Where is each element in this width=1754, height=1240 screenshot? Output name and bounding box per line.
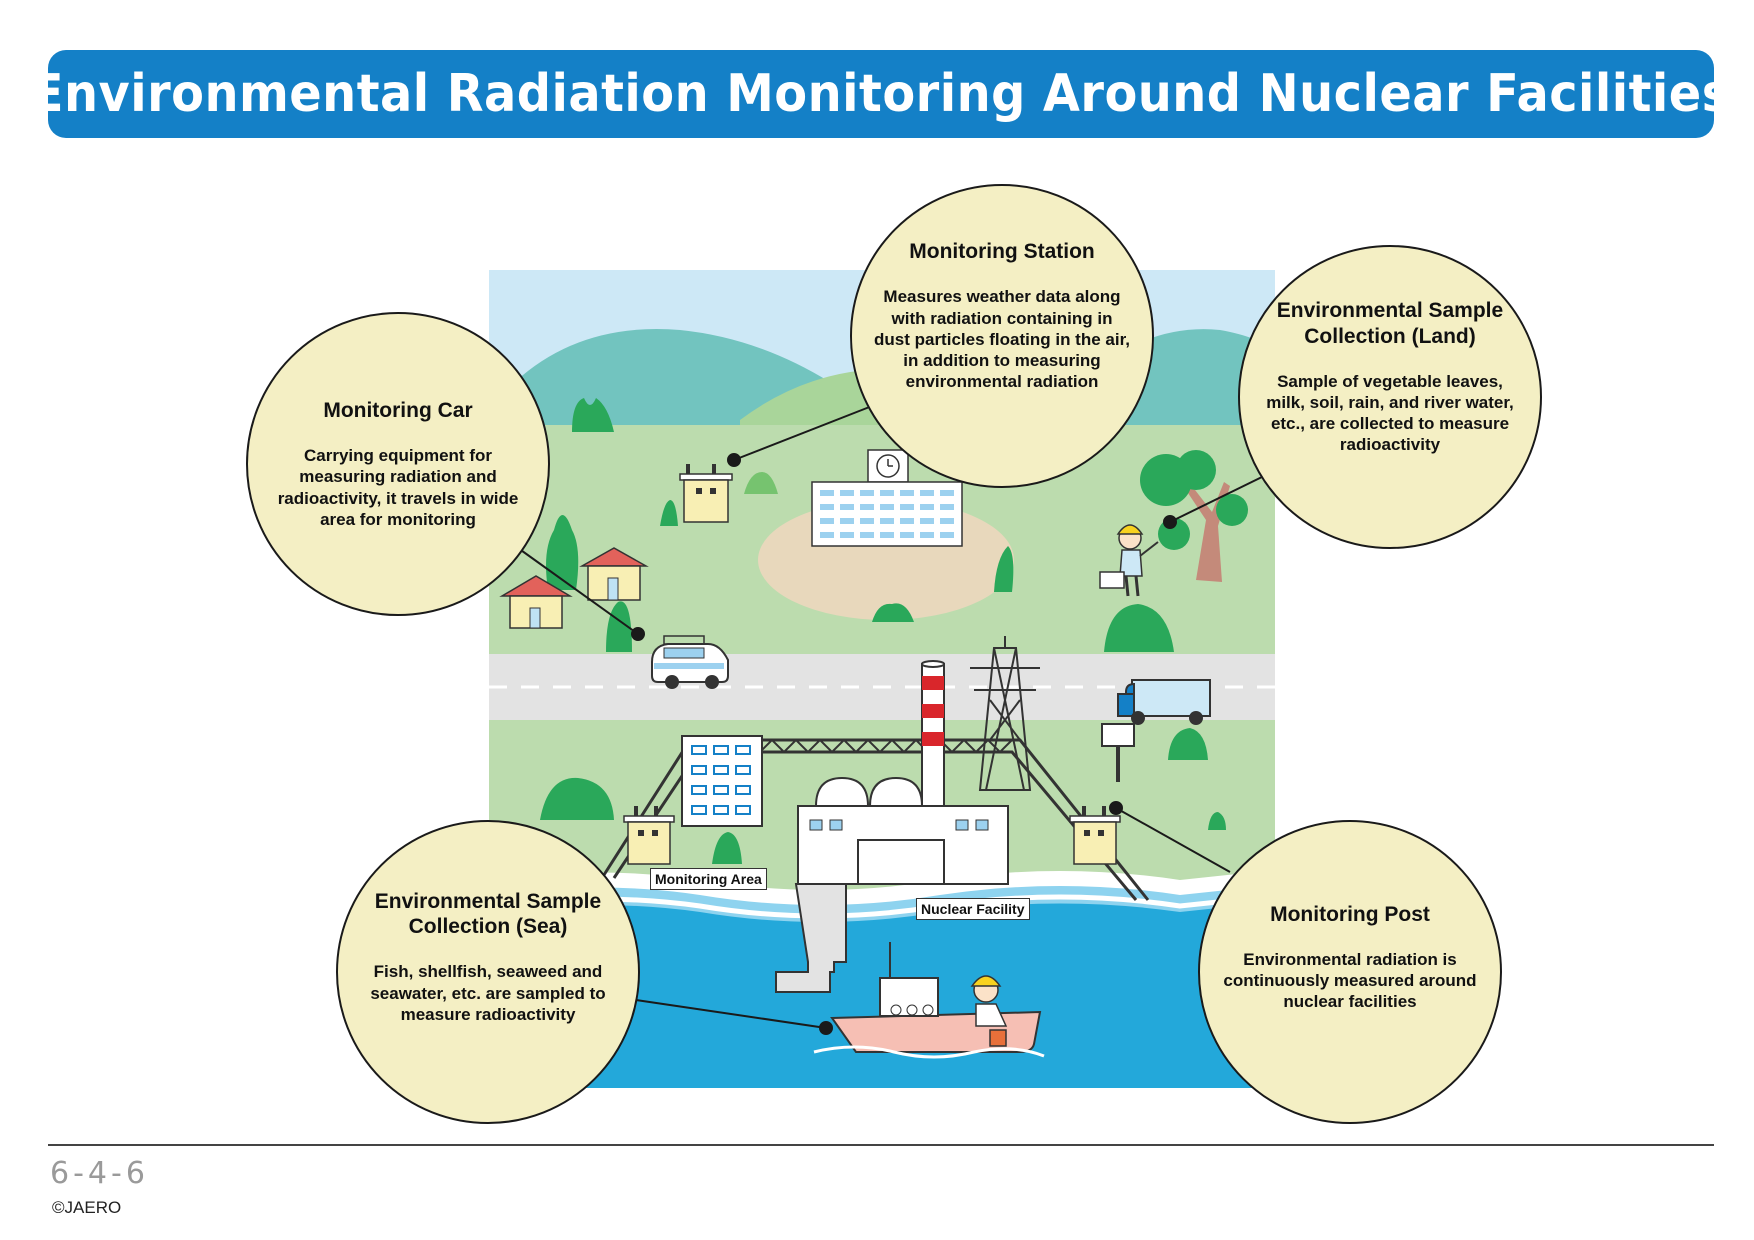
house bbox=[499, 575, 573, 629]
callout-text: Measures weather data along with radiati… bbox=[874, 287, 1130, 392]
bush bbox=[1168, 728, 1208, 760]
truck bbox=[1117, 679, 1211, 725]
reactor-dome bbox=[868, 776, 924, 807]
bush bbox=[1104, 604, 1174, 652]
callout-title: Environmental Sample Collection (Land) bbox=[1276, 299, 1504, 348]
bush bbox=[660, 500, 678, 526]
label-nuclear-facility: Nuclear Facility bbox=[916, 898, 1030, 920]
reactor-dome bbox=[814, 776, 870, 807]
signpost bbox=[1101, 723, 1135, 782]
tree bbox=[546, 515, 579, 590]
monitoring-hut bbox=[679, 464, 733, 523]
callout-title: Monitoring Car bbox=[323, 398, 473, 422]
callout-monitoring-car: Monitoring Car Carrying equipment for me… bbox=[246, 312, 550, 616]
callout-text: Environmental radiation is continuously … bbox=[1223, 949, 1477, 1012]
worker-sea bbox=[970, 975, 1008, 1047]
bush bbox=[712, 832, 742, 864]
title-bar: Environmental Radiation Monitoring Aroun… bbox=[31, 50, 1730, 138]
copyright: ©JAERO bbox=[52, 1198, 122, 1217]
label-monitoring-area: Monitoring Area bbox=[650, 868, 767, 890]
callout-sample-sea: Environmental Sample Collection (Sea) Fi… bbox=[336, 820, 640, 1124]
callout-monitoring-station: Monitoring Station Measures weather data… bbox=[850, 184, 1154, 488]
monitoring-post-right bbox=[1069, 806, 1121, 865]
monitoring-station-building bbox=[811, 449, 963, 547]
callout-connectors bbox=[517, 405, 1265, 1035]
bush bbox=[606, 601, 632, 652]
callout-title: Monitoring Station bbox=[909, 240, 1095, 264]
bush bbox=[744, 472, 778, 494]
house bbox=[579, 547, 649, 601]
bush bbox=[994, 546, 1014, 592]
nuclear-facility bbox=[797, 660, 1009, 885]
pier bbox=[775, 883, 847, 993]
tree-foliage bbox=[1176, 450, 1216, 490]
callout-text: Sample of vegetable leaves, milk, soil, … bbox=[1266, 371, 1514, 455]
page-number: 6-4-6 bbox=[50, 1156, 149, 1191]
callout-text: Fish, shellfish, seaweed and seawater, e… bbox=[370, 962, 606, 1024]
callout-title: Monitoring Post bbox=[1270, 902, 1430, 926]
callout-sample-land: Environmental Sample Collection (Land) S… bbox=[1238, 245, 1542, 549]
bush bbox=[540, 777, 614, 820]
tree-foliage bbox=[1216, 494, 1248, 526]
bush bbox=[1208, 812, 1226, 830]
bush bbox=[872, 603, 914, 622]
callout-text: Carrying equipment for measuring radiati… bbox=[277, 446, 519, 529]
page-title: Environmental Radiation Monitoring Aroun… bbox=[31, 64, 1731, 124]
worker-land bbox=[1099, 524, 1159, 597]
callout-monitoring-post: Monitoring Post Environmental radiation … bbox=[1198, 820, 1502, 1124]
chimney bbox=[921, 660, 945, 809]
callout-title: Environmental Sample Collection (Sea) bbox=[374, 889, 602, 939]
office-building bbox=[681, 735, 763, 827]
monitoring-post-left bbox=[623, 806, 675, 865]
footer-divider bbox=[48, 1144, 1714, 1146]
bush bbox=[572, 398, 614, 432]
monitoring-car bbox=[651, 635, 729, 689]
